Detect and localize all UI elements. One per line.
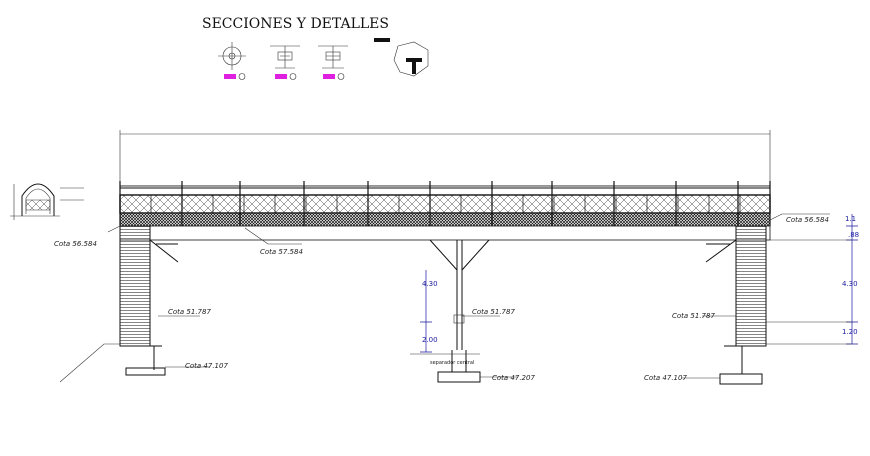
detail-thumbnails xyxy=(218,38,429,80)
dim-right-c: 1.20 xyxy=(842,328,858,336)
detail-section-1 xyxy=(218,42,246,80)
cota-left-top: Cota 56.584 xyxy=(54,240,97,248)
top-overall-dimension xyxy=(119,130,771,187)
dim-right-a: .88 xyxy=(848,231,859,239)
cota-right-mid: Cota 51.787 xyxy=(672,312,715,320)
cota-center-mid: Cota 51.787 xyxy=(472,308,515,316)
cota-left-mid: Cota 51.787 xyxy=(168,308,211,316)
right-stair-tower xyxy=(705,214,858,385)
dim-center-a: 4.30 xyxy=(422,280,438,288)
detail-3-magenta-tag xyxy=(323,74,335,79)
detail-1-magenta-tag xyxy=(224,74,236,79)
cota-right-base: Cota 47.107 xyxy=(644,374,687,382)
left-stair-tower xyxy=(59,225,179,383)
left-cross-section xyxy=(10,183,84,220)
center-pier xyxy=(410,239,490,383)
dim-right-top: 1.1 xyxy=(845,215,856,223)
dim-right-b: 4.30 xyxy=(842,280,858,288)
cota-center-base: Cota 47.207 xyxy=(492,374,535,382)
detail-section-2 xyxy=(270,45,300,80)
leader-lines xyxy=(107,213,830,379)
detail-2-magenta-tag xyxy=(275,74,287,79)
cota-left-base: Cota 47.107 xyxy=(185,362,228,370)
dim-center-b: 2.00 xyxy=(422,336,438,344)
separator-note: separador central xyxy=(430,360,474,366)
drawing-title: SECCIONES Y DETALLES xyxy=(202,16,389,32)
cota-deck: Cota 57.584 xyxy=(260,248,303,256)
cota-right-top: Cota 56.584 xyxy=(786,216,829,224)
bridge-deck xyxy=(119,181,771,241)
detail-section-4 xyxy=(374,38,429,77)
deck-divisions xyxy=(119,181,771,226)
detail-section-3 xyxy=(318,45,348,80)
